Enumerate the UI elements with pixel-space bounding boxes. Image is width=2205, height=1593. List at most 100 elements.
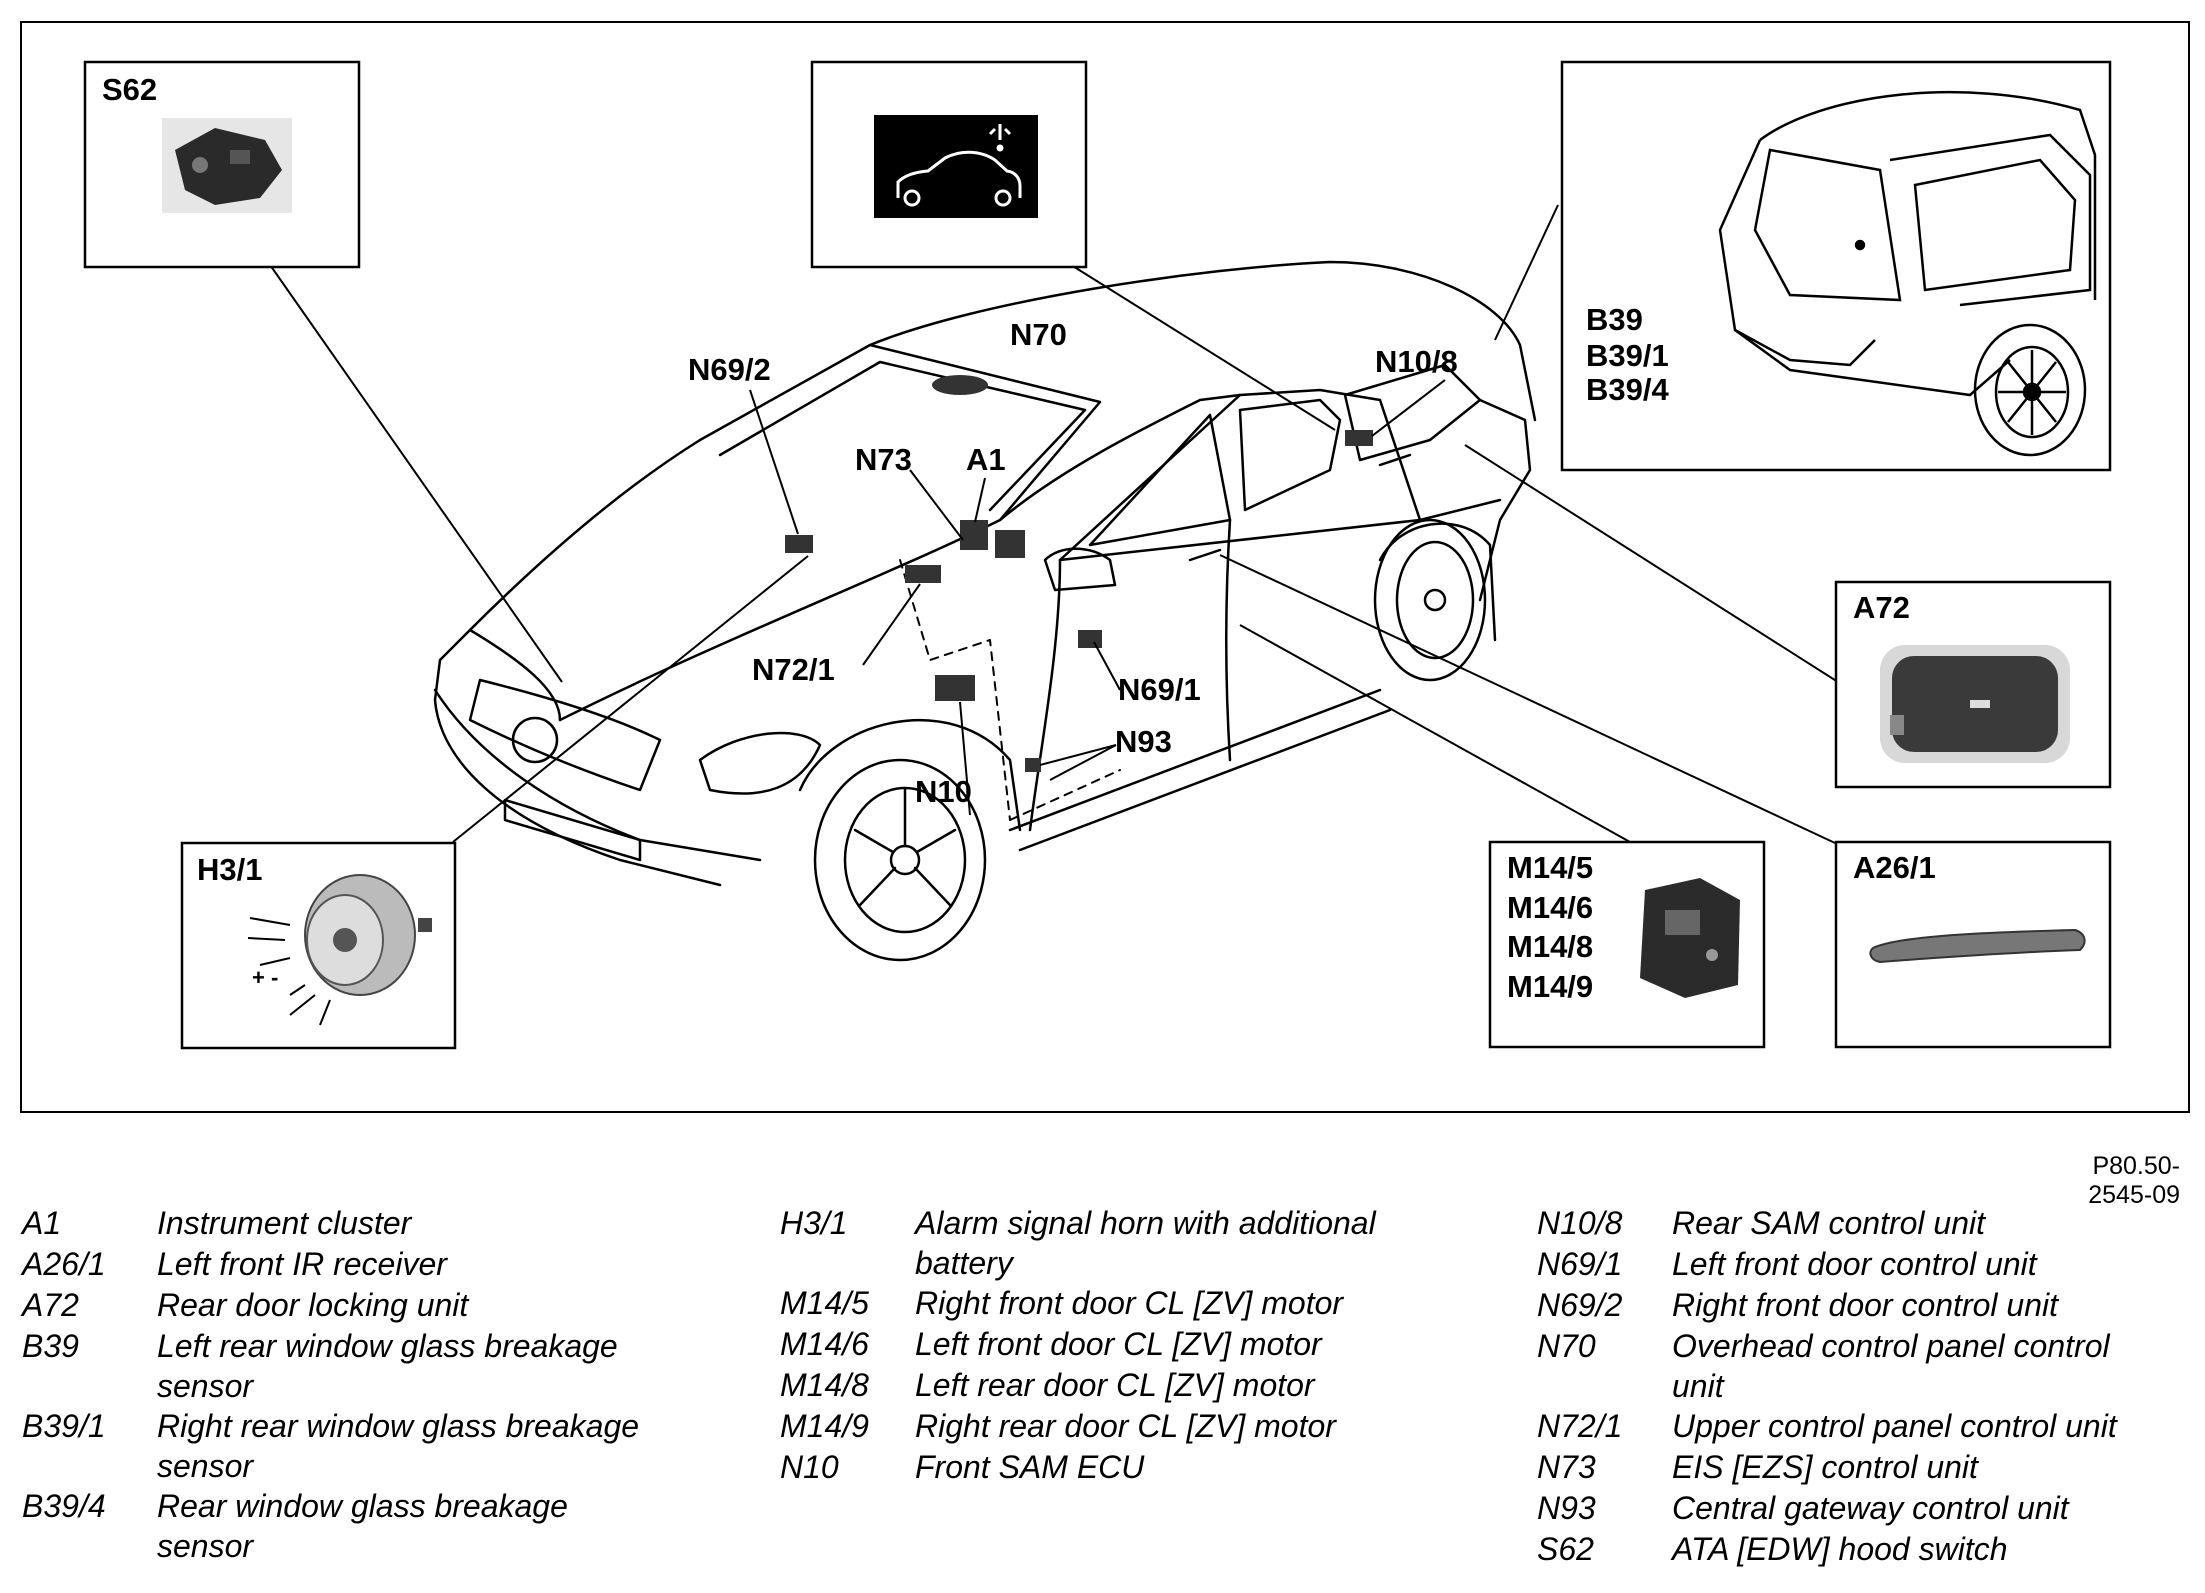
legend-desc: Right front door CL [ZV] motor xyxy=(915,1285,1344,1321)
legend-code: M14/8 xyxy=(780,1367,869,1403)
callout-n70: N70 xyxy=(1010,317,1067,352)
legend-desc: Left rear door CL [ZV] motor xyxy=(915,1367,1315,1403)
callout-a72: A72 xyxy=(1853,590,1910,625)
legend-code: M14/9 xyxy=(780,1408,869,1444)
callout-s62: S62 xyxy=(102,72,157,107)
legend-desc: Front SAM ECU xyxy=(915,1449,1145,1485)
callout-m14-5: M14/5 xyxy=(1507,850,1593,885)
hood-switch-image xyxy=(162,118,292,213)
legend-item: M14/9 Right rear door CL [ZV] motor xyxy=(780,1406,1500,1447)
legend-desc-cont: unit xyxy=(1672,1368,1724,1404)
legend-item: M14/5 Right front door CL [ZV] motor xyxy=(780,1283,1500,1324)
callout-n10-8: N10/8 xyxy=(1375,344,1458,379)
legend-item: A1 Instrument cluster xyxy=(22,1203,742,1244)
legend-item: M14/8 Left rear door CL [ZV] motor xyxy=(780,1365,1500,1406)
rear-vehicle-view xyxy=(1718,90,2097,457)
inset-b39: B39 B39/1 B39/4 xyxy=(1560,60,2112,472)
legend-item: S62 ATA [EDW] hood switch xyxy=(1537,1529,2197,1570)
svg-text:+ -: + - xyxy=(252,965,278,990)
legend-desc-cont: sensor xyxy=(157,1448,254,1484)
legend-desc: Right rear door CL [ZV] motor xyxy=(915,1408,1336,1444)
legend-code: N10/8 xyxy=(1537,1205,1623,1241)
legend-code: M14/5 xyxy=(780,1285,869,1321)
legend-column-2: H3/1 Alarm signal horn with additional bat… xyxy=(780,1203,1500,1488)
legend-desc: Left rear window glass breakage xyxy=(157,1328,618,1364)
legend-code: N70 xyxy=(1537,1328,1596,1364)
legend-item: N69/1 Left front door control unit xyxy=(1537,1244,2197,1285)
legend-item: N93 Central gateway control unit xyxy=(1537,1488,2197,1529)
legend-desc: Right front door control unit xyxy=(1672,1287,2058,1323)
legend-column-1: A1 Instrument cluster A26/1 Left front IR … xyxy=(22,1203,742,1566)
inset-alarm-indicator xyxy=(810,60,1088,269)
legend-code: B39 xyxy=(22,1328,79,1364)
legend-desc: Left front IR receiver xyxy=(157,1246,447,1282)
legend-code: N69/2 xyxy=(1537,1287,1623,1323)
legend-desc: Left front door control unit xyxy=(1672,1246,2037,1282)
legend-code: N93 xyxy=(1537,1490,1596,1526)
legend-desc: ATA [EDW] hood switch xyxy=(1672,1531,2008,1567)
legend-desc-cont: battery xyxy=(915,1245,1013,1281)
legend-code: N10 xyxy=(780,1449,839,1485)
callout-m14-9: M14/9 xyxy=(1507,969,1593,1004)
callout-n69-1: N69/1 xyxy=(1118,672,1201,707)
callout-b39-1: B39/1 xyxy=(1586,338,1669,373)
legend-code: A72 xyxy=(22,1287,79,1323)
legend-desc: Left front door CL [ZV] motor xyxy=(915,1326,1322,1362)
inset-s62: S62 xyxy=(83,60,361,269)
diagram-frame xyxy=(20,21,2190,1113)
inset-a72: A72 xyxy=(1834,580,2112,789)
door-lock-motor-image xyxy=(1640,878,1740,998)
callout-b39-4: B39/4 xyxy=(1586,372,1669,407)
legend-column-3: N10/8 Rear SAM control unit N69/1 Left fro… xyxy=(1537,1203,2197,1570)
inset-h3-1: H3/1 + - xyxy=(180,841,457,1050)
legend-code: B39/1 xyxy=(22,1408,106,1444)
legend-item: H3/1 Alarm signal horn with additional bat… xyxy=(780,1203,1500,1283)
car-alarm-icon xyxy=(896,124,1022,207)
alarm-horn-image: + - xyxy=(247,874,432,1026)
callout-n73: N73 xyxy=(855,442,912,477)
car-illustration xyxy=(433,260,1537,962)
legend-code: M14/6 xyxy=(780,1326,869,1362)
legend-code: H3/1 xyxy=(780,1205,848,1241)
callout-n10: N10 xyxy=(915,774,972,809)
legend-item: A26/1 Left front IR receiver xyxy=(22,1244,742,1285)
callout-b39: B39 xyxy=(1586,302,1643,337)
callout-m14-8: M14/8 xyxy=(1507,929,1593,964)
component-marks xyxy=(785,375,1373,772)
legend-desc: Right rear window glass breakage xyxy=(157,1408,640,1444)
legend-code: A1 xyxy=(22,1205,62,1241)
legend-code: N73 xyxy=(1537,1449,1596,1485)
legend-item: N69/2 Right front door control unit xyxy=(1537,1285,2197,1326)
legend-code: S62 xyxy=(1537,1531,1594,1567)
legend-item: B39 Left rear window glass breakage sensor xyxy=(22,1326,742,1406)
legend-desc: Central gateway control unit xyxy=(1672,1490,2069,1526)
door-handle-image xyxy=(1869,928,2086,964)
legend-item: N10 Front SAM ECU xyxy=(780,1447,1500,1488)
legend-desc-cont: sensor xyxy=(157,1528,254,1564)
callout-n72-1: N72/1 xyxy=(752,652,835,687)
legend-code: N72/1 xyxy=(1537,1408,1623,1444)
legend-item: B39/1 Right rear window glass breakage sen… xyxy=(22,1406,742,1486)
inset-m14: M14/5 M14/6 M14/8 M14/9 xyxy=(1488,840,1766,1049)
legend-desc: Rear SAM control unit xyxy=(1672,1205,1986,1241)
inset-a26-1: A26/1 xyxy=(1834,840,2112,1049)
callout-n69-2: N69/2 xyxy=(688,352,771,387)
callout-a26-1: A26/1 xyxy=(1853,850,1936,885)
legend-code: A26/1 xyxy=(22,1246,106,1282)
figure-reference: P80.50-2545-09 xyxy=(2088,1152,2180,1209)
legend-item: N10/8 Rear SAM control unit xyxy=(1537,1203,2197,1244)
callout-a1: A1 xyxy=(966,442,1006,477)
callout-m14-6: M14/6 xyxy=(1507,890,1593,925)
door-lock-unit-image xyxy=(1880,645,2070,763)
legend-desc: Instrument cluster xyxy=(157,1205,412,1241)
legend-desc-cont: sensor xyxy=(157,1368,254,1404)
callout-n93: N93 xyxy=(1115,724,1172,759)
legend-code: N69/1 xyxy=(1537,1246,1623,1282)
leader-lines xyxy=(267,204,1891,844)
legend-item: M14/6 Left front door CL [ZV] motor xyxy=(780,1324,1500,1365)
legend-desc: Overhead control panel control xyxy=(1672,1328,2110,1364)
legend-desc: Alarm signal horn with additional xyxy=(915,1205,1376,1241)
legend-desc: Rear window glass breakage xyxy=(157,1488,568,1524)
